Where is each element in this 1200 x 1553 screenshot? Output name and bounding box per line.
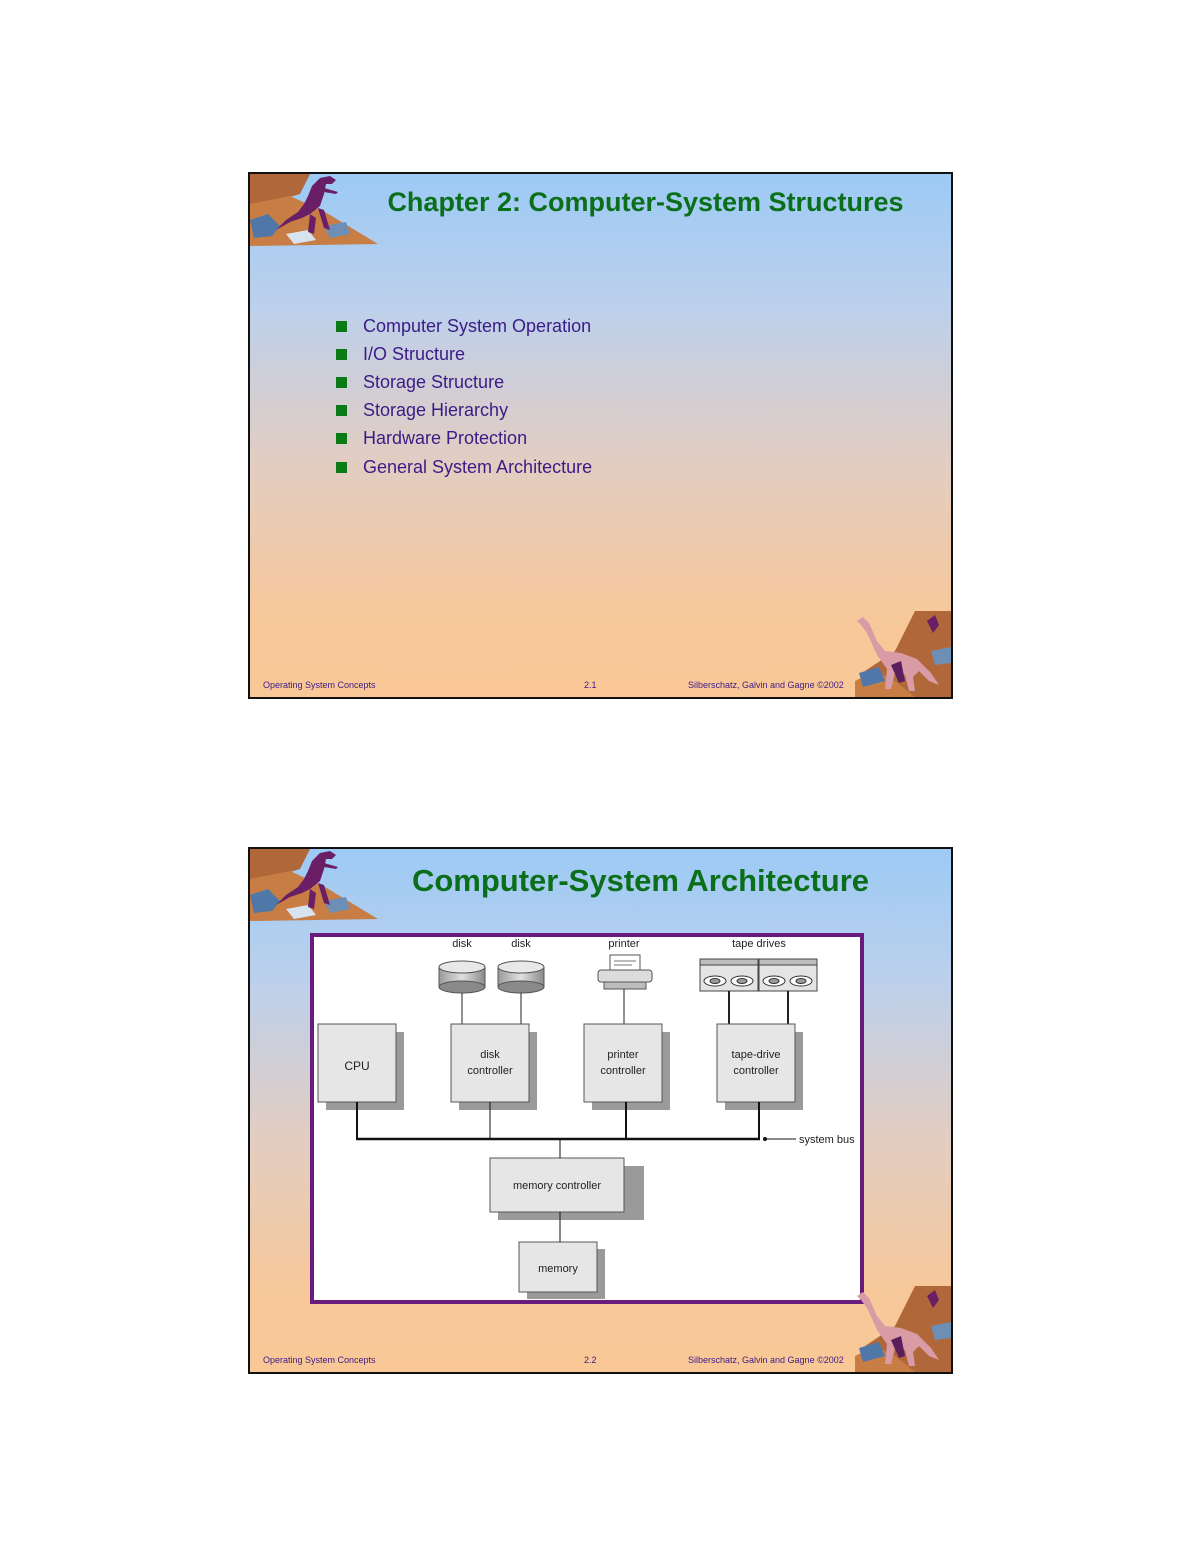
- tape-drive-icon: [758, 958, 818, 992]
- cpu-label: CPU: [344, 1059, 369, 1073]
- disk-controller-box: [450, 1023, 530, 1103]
- footer-slide-number: 2.1: [584, 680, 597, 690]
- footer-copyright: Silberschatz, Galvin and Gagne ©2002: [688, 1355, 844, 1365]
- system-bus-label: system bus: [799, 1134, 855, 1146]
- memory-controller-label: memory controller: [513, 1180, 601, 1192]
- printer-icon: [597, 954, 653, 990]
- list-item: Computer System Operation: [336, 312, 592, 340]
- dinosaur-logo-bottom-right: [855, 1286, 951, 1372]
- bullet-square-icon: [336, 348, 347, 360]
- tape-drive-controller-label: tape-drive: [732, 1049, 781, 1061]
- disk-label: disk: [511, 938, 531, 950]
- list-item: Hardware Protection: [336, 425, 592, 453]
- slide-title: Chapter 2: Computer-System Structures: [387, 187, 904, 217]
- disk-icon: [438, 960, 486, 994]
- cpu-box: [317, 1023, 397, 1103]
- printer-controller-label: controller: [600, 1065, 646, 1077]
- disk-icon: [497, 960, 545, 994]
- disk-controller-label: controller: [467, 1065, 513, 1077]
- bullet-square-icon: [336, 433, 347, 445]
- bullet-square-icon: [336, 461, 347, 473]
- footer-copyright: Silberschatz, Galvin and Gagne ©2002: [688, 680, 844, 690]
- tape-drive-controller-box: [716, 1023, 796, 1103]
- architecture-diagram: disk disk printer tape drives: [310, 933, 864, 1304]
- topic-list: Computer System Operation I/O Structure …: [336, 312, 592, 481]
- slide-2: Computer-System Architecture disk disk p…: [248, 847, 953, 1374]
- dinosaur-logo-top-left: [250, 849, 378, 921]
- slide-title: Computer-System Architecture: [411, 863, 870, 898]
- footer-course: Operating System Concepts: [263, 680, 376, 690]
- memory-label: memory: [538, 1263, 578, 1275]
- list-item: Storage Structure: [336, 368, 592, 396]
- memory-controller-box: [489, 1157, 625, 1213]
- footer-slide-number: 2.2: [584, 1355, 597, 1365]
- list-item: I/O Structure: [336, 340, 592, 368]
- dinosaur-logo-bottom-right: [855, 611, 951, 697]
- list-item: General System Architecture: [336, 453, 592, 481]
- disk-label: disk: [452, 938, 472, 950]
- slide-1: Chapter 2: Computer-System Structures Co…: [248, 172, 953, 699]
- tape-drives-label: tape drives: [732, 938, 786, 950]
- memory-box: [518, 1241, 598, 1293]
- bullet-square-icon: [336, 405, 347, 417]
- bullet-square-icon: [336, 376, 347, 388]
- list-item: Storage Hierarchy: [336, 397, 592, 425]
- printer-controller-label: printer: [607, 1049, 639, 1061]
- dinosaur-logo-top-left: [250, 174, 378, 246]
- disk-controller-label: disk: [480, 1049, 500, 1061]
- printer-controller-box: [583, 1023, 663, 1103]
- printer-label: printer: [608, 938, 640, 950]
- tape-drive-icon: [699, 958, 759, 992]
- footer-course: Operating System Concepts: [263, 1355, 376, 1365]
- tape-drive-controller-label: controller: [733, 1065, 779, 1077]
- bullet-square-icon: [336, 320, 347, 332]
